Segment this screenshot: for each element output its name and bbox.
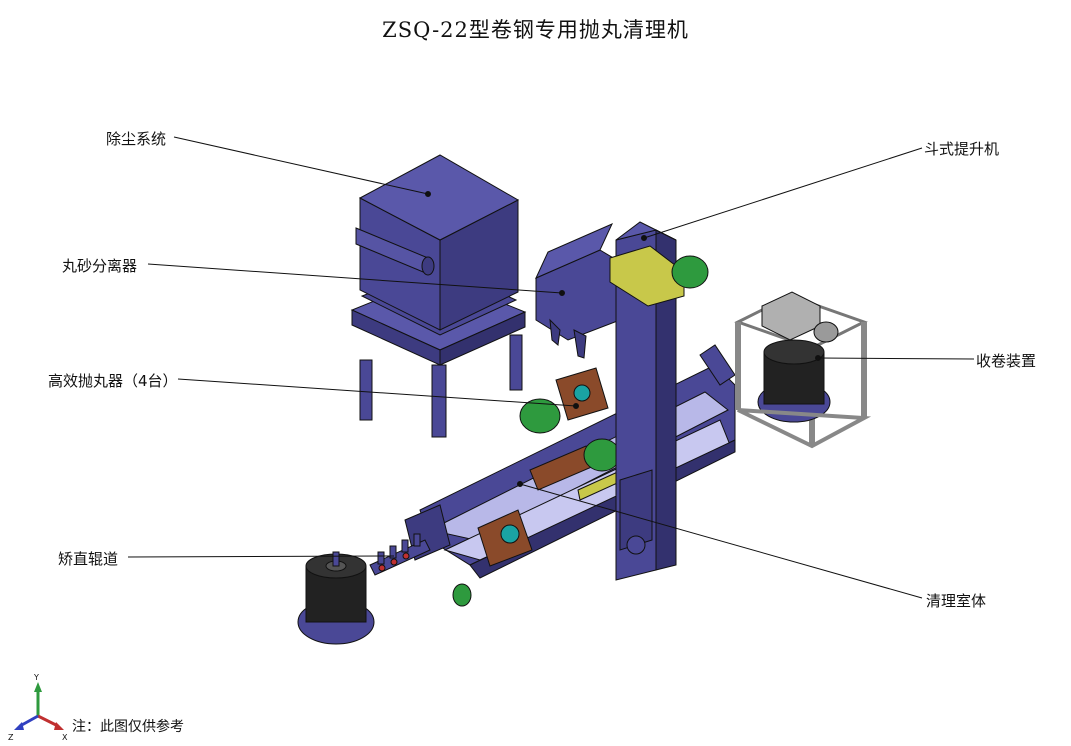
diagram-title: ZSQ-22型卷钢专用抛丸清理机 xyxy=(382,18,689,42)
left-coil xyxy=(297,551,375,645)
label-bucket-elevator: 斗式提升机 xyxy=(924,140,1000,158)
axis-x-label: X xyxy=(62,733,68,742)
label-dust-system: 除尘系统 xyxy=(106,130,167,148)
winding-device xyxy=(734,291,872,449)
label-shot-blaster: 高效抛丸器（4台） xyxy=(48,372,178,390)
label-cleaning-chamber: 清理室体 xyxy=(926,592,987,610)
label-shot-separator: 丸砂分离器 xyxy=(62,257,138,275)
bucket-elevator xyxy=(609,221,709,581)
label-winding-device: 收卷装置 xyxy=(976,352,1037,370)
shot-separator xyxy=(534,223,621,359)
axis-z-label: Z xyxy=(8,733,14,742)
leader-lines xyxy=(127,136,975,599)
reference-note: 注：此图仅供参考 xyxy=(72,719,184,735)
axis-y-label: Y xyxy=(33,673,39,682)
dust-collector xyxy=(350,154,527,438)
roller-table xyxy=(369,533,431,576)
axis-triad: Y X Z xyxy=(8,673,68,742)
label-roller-table: 矫直辊道 xyxy=(58,550,119,568)
